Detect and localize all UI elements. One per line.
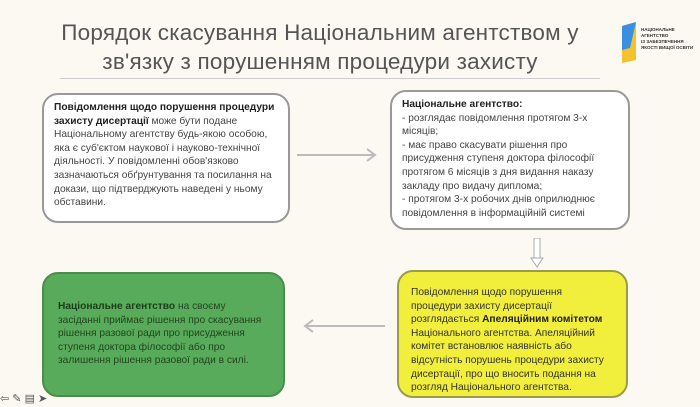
logo-line: ЯКОСТІ ВИЩОЇ ОСВІТИ bbox=[641, 45, 694, 50]
box1-text: може бути подане Національному агентству… bbox=[54, 115, 272, 209]
logo-line: НАЦІОНАЛЬНЕ bbox=[641, 27, 675, 32]
title-divider bbox=[60, 78, 600, 79]
slide-title: Порядок скасування Національним агентств… bbox=[40, 18, 600, 76]
box3-text: Національного агентства. Апеляційний ком… bbox=[411, 327, 604, 394]
step-4-decision-box: Національне агентство на своєму засіданн… bbox=[42, 272, 285, 397]
box1-bold: Повідомлення щодо порушення процедури за… bbox=[54, 102, 275, 127]
logo-text: НАЦІОНАЛЬНЕ АГЕНТСТВО ІЗ ЗАБЕЗПЕЧЕННЯ ЯК… bbox=[641, 27, 693, 51]
box2-item: - розглядає повідомлення протягом 3-х мі… bbox=[402, 112, 588, 138]
title-line-2: зв'язку з порушенням процедури захисту bbox=[102, 49, 538, 74]
arrow-down-icon bbox=[530, 238, 544, 268]
box2-heading: Національне агентство: bbox=[402, 99, 523, 110]
box3-text: Повідомлення щодо порушення процедури за… bbox=[411, 287, 563, 326]
logo-line: ІЗ ЗАБЕЗПЕЧЕННЯ bbox=[641, 39, 684, 44]
box4-text: на своєму засіданні приймає рішення про … bbox=[58, 301, 262, 367]
arrow-left-icon bbox=[303, 319, 385, 333]
step-1-submission-box: Повідомлення щодо порушення процедури за… bbox=[42, 93, 290, 223]
step-2-agency-box: Національне агентство: - розглядає повід… bbox=[390, 90, 630, 230]
naqa-logo-icon bbox=[622, 22, 636, 63]
box2-item: - протягом 3-х робочих днів оприлюднює п… bbox=[402, 194, 595, 219]
pointer-icon[interactable]: ➤ bbox=[38, 393, 48, 405]
step-3-appeal-committee-box: Повідомлення щодо порушення процедури за… bbox=[397, 270, 628, 398]
box4-bold: Національне агентство bbox=[58, 301, 176, 312]
back-arrow-icon[interactable]: ⇦ bbox=[0, 393, 10, 405]
slides-icon[interactable]: ▤ bbox=[24, 393, 35, 405]
box3-bold: Апеляційним комітетом bbox=[482, 314, 603, 326]
title-line-1: Порядок скасування Національним агентств… bbox=[61, 20, 579, 45]
logo-line: АГЕНТСТВО bbox=[641, 33, 669, 38]
box2-item: - має право скасувати рішення про присуд… bbox=[402, 139, 595, 192]
presentation-toolbar: ⇦ ✎ ▤ ➤ bbox=[0, 392, 47, 405]
arrow-right-icon bbox=[297, 148, 377, 162]
pen-icon[interactable]: ✎ bbox=[12, 393, 22, 405]
